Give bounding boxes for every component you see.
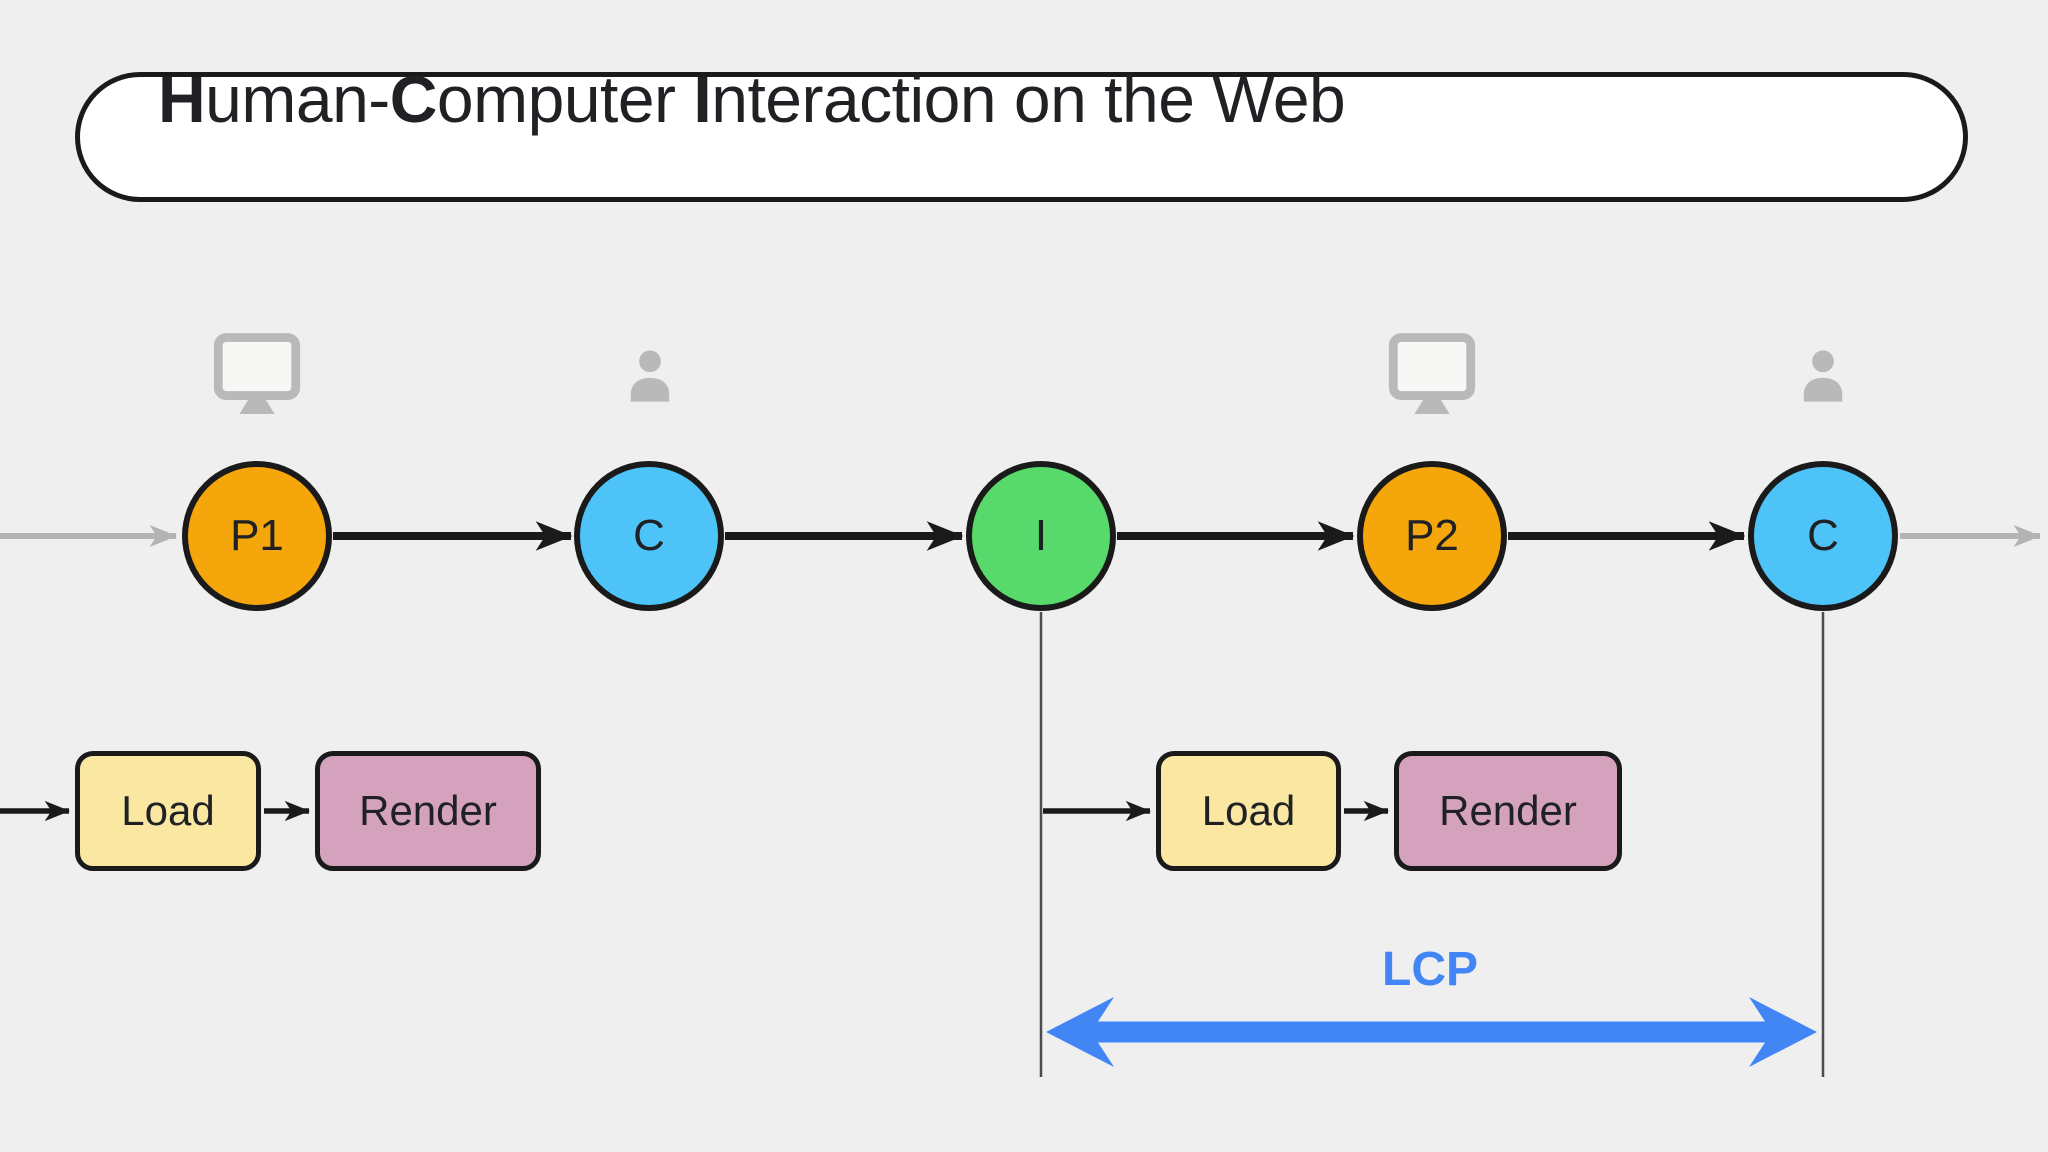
node-label: P1 — [230, 511, 284, 560]
title-segment: H — [158, 62, 206, 136]
page-title: Human-Computer Interaction on the Web — [158, 61, 1346, 213]
title-segment: nteraction on the Web — [711, 62, 1346, 136]
title-segment: C — [389, 62, 438, 136]
render-label: Render — [359, 787, 497, 834]
person-body — [1803, 377, 1843, 402]
load-box-1: Load — [75, 751, 261, 871]
lcp-label: LCP — [1382, 943, 1478, 996]
node-click2: C — [1748, 461, 1898, 611]
lcp-span-arrow — [1046, 997, 1817, 1067]
node-interaction: I — [966, 461, 1116, 611]
node-label: C — [1807, 511, 1839, 560]
node-page2: P2 — [1357, 461, 1507, 611]
node-label: I — [1034, 511, 1048, 560]
node-label: C — [633, 511, 665, 560]
person-body — [630, 377, 670, 402]
person-head — [639, 350, 661, 373]
title-segment: uman- — [205, 62, 390, 136]
title-banner: Human-Computer Interaction on the Web — [75, 62, 1968, 202]
node-click1: C — [574, 461, 724, 611]
node-page1: P1 — [182, 461, 332, 611]
monitor-icon — [213, 333, 301, 415]
load-box-2: Load — [1156, 751, 1341, 871]
load-label: Load — [1201, 787, 1296, 834]
person-icon — [1803, 350, 1843, 402]
node-label: P2 — [1405, 511, 1459, 560]
load-label: Load — [121, 787, 215, 834]
monitor-stand — [239, 395, 275, 415]
render-box-1: Render — [315, 751, 541, 871]
render-label: Render — [1439, 787, 1577, 834]
render-box-2: Render — [1394, 751, 1622, 871]
monitor-stand — [1414, 395, 1450, 415]
monitor-icon — [1388, 333, 1476, 415]
person-icon — [630, 350, 670, 402]
title-segment: omputer — [436, 62, 694, 136]
title-segment: I — [693, 62, 712, 136]
person-head — [1812, 350, 1834, 373]
